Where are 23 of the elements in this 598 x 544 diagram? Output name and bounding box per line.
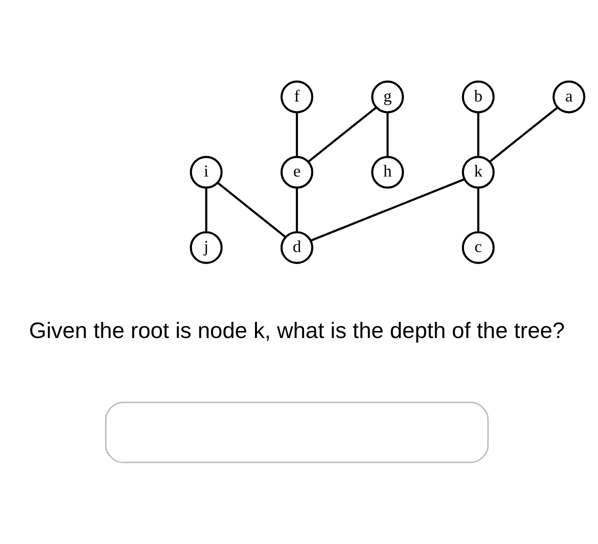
node-box (105, 402, 489, 464)
connector (310, 178, 464, 242)
label: Given the root is node k, what is the depth of the tree? (28, 318, 565, 343)
connector (489, 106, 558, 162)
node-circle: c (462, 231, 495, 264)
node-circle: b (462, 80, 495, 114)
node-circle: h (371, 156, 404, 189)
node-circle: g (371, 80, 404, 114)
node-circle: j (190, 231, 223, 264)
connector (477, 112, 480, 156)
connector (296, 112, 298, 156)
connector (296, 188, 298, 232)
connector (477, 188, 480, 232)
node-circle: k (462, 156, 495, 189)
connector (217, 182, 286, 238)
node-circle: e (280, 156, 314, 189)
node-circle: i (190, 156, 223, 189)
node-circle: f (280, 80, 314, 114)
node-circle: a (552, 80, 586, 114)
connector (205, 188, 208, 232)
connector (308, 106, 377, 162)
node-circle: d (280, 231, 314, 264)
connector (386, 112, 389, 156)
